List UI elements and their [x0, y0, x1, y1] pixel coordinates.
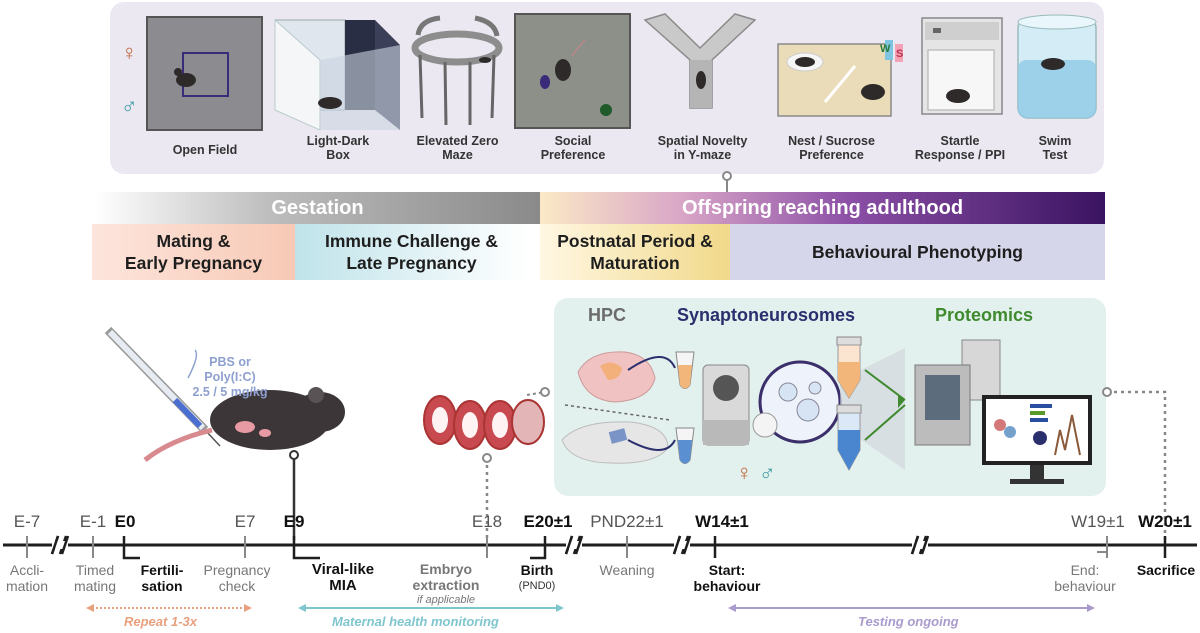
proteomics-heading: Proteomics	[935, 305, 1034, 325]
label-start-behaviour: Start: behaviour	[693, 562, 761, 594]
conical-tube-orange	[836, 336, 862, 399]
label-end-behaviour: End: behaviour	[1054, 562, 1116, 594]
female-symbol-analysis: ♀	[736, 460, 753, 485]
tick-e0: E0	[114, 512, 136, 531]
phase-behavioural-phenotyping: Behavioural Phenotyping	[730, 224, 1105, 280]
brain-icon	[577, 351, 656, 403]
label-sacrifice: Sacrifice	[1136, 562, 1196, 578]
tick-w14: W14±1	[695, 512, 749, 531]
label-viral-mia: Viral-like MIA	[311, 561, 375, 594]
phase-immune-challenge: Immune Challenge & Late Pregnancy	[295, 224, 528, 280]
y-maze-icon	[643, 13, 757, 109]
test-label-light-dark-box: Light-Dark Box	[306, 134, 370, 162]
tick-e-1: E-1	[79, 512, 107, 531]
label-birth-note: (PND0)	[518, 580, 556, 592]
tick-e-7: E-7	[13, 512, 41, 531]
synaptoneurosomes-heading: Synaptoneurosomes	[677, 305, 856, 325]
test-label-social-preference: Social Preference	[540, 134, 606, 162]
label-acclimation: Accli- mation	[5, 562, 49, 594]
phase-mating: Mating & Early Pregnancy	[92, 224, 295, 280]
tick-w20: W20±1	[1138, 512, 1192, 531]
swim-test-icon	[1017, 14, 1097, 119]
label-embryo-note: if applicable	[416, 594, 476, 606]
brain-section-icon	[561, 421, 669, 464]
light-dark-box-icon	[274, 18, 400, 131]
uterus-embryo-icon	[423, 395, 545, 450]
synaptoneurosome-icon	[752, 348, 905, 470]
tick-e20: E20±1	[523, 512, 573, 531]
test-label-elevated-zero-maze: Elevated Zero Maze	[416, 134, 499, 162]
open-field-icon	[146, 16, 263, 131]
test-label-nest-sucrose: Nest / Sucrose Preference	[788, 134, 875, 162]
tube-icon-orange	[675, 351, 695, 389]
conical-tube-blue	[836, 404, 862, 472]
syringe-icon	[104, 326, 221, 447]
tick-w19: W19±1	[1071, 512, 1125, 531]
elevated-zero-maze-icon	[411, 15, 503, 126]
mass-spectrometer-icon	[914, 339, 1001, 446]
label-birth: Birth	[520, 562, 554, 578]
male-symbol-analysis: ♂	[759, 460, 776, 485]
mouse-icon	[143, 387, 345, 462]
phase-postnatal: Postnatal Period & Maturation	[540, 224, 730, 280]
test-label-open-field: Open Field	[172, 143, 238, 157]
male-symbol: ♂	[121, 93, 138, 118]
injection-label: PBS or Poly(I:C) 2.5 / 5 mg/kg	[192, 355, 268, 399]
tube-icon-blue	[675, 427, 695, 464]
monitor-icon	[982, 395, 1092, 484]
test-label-startle: Startle Response / PPI	[914, 134, 1006, 162]
tick-e7: E7	[234, 512, 256, 531]
centrifuge-icon	[702, 364, 750, 446]
offspring-band: Offspring reaching adulthood	[540, 192, 1105, 224]
label-pregnancy-check: Pregnancy check	[203, 562, 271, 594]
label-embryo-extraction: Embryo extraction	[412, 561, 480, 593]
hpc-heading: HPC	[588, 305, 627, 325]
tick-pnd22: PND22±1	[590, 512, 664, 531]
tick-e9: E9	[283, 512, 305, 531]
range-maternal: Maternal health monitoring	[332, 614, 499, 629]
label-weaning: Weaning	[599, 562, 655, 578]
range-repeat: Repeat 1-3x	[124, 614, 197, 629]
label-fertilisation: Fertili- sation	[140, 562, 184, 594]
nest-sucrose-icon	[777, 40, 903, 117]
test-label-swim: Swim Test	[1038, 134, 1072, 162]
sucrose-letter: S	[896, 48, 903, 60]
startle-chamber-icon	[921, 17, 1003, 115]
test-illustrations: W S	[146, 13, 1097, 131]
label-timed-mating: Timed mating	[73, 562, 117, 594]
water-letter: W	[880, 43, 891, 55]
tick-e18: E18	[471, 512, 503, 531]
social-preference-icon	[514, 13, 631, 129]
range-testing: Testing ongoing	[858, 614, 959, 629]
gestation-band: Gestation	[95, 192, 540, 224]
female-symbol: ♀	[121, 40, 138, 65]
test-label-y-maze: Spatial Novelty in Y-maze	[657, 134, 748, 162]
